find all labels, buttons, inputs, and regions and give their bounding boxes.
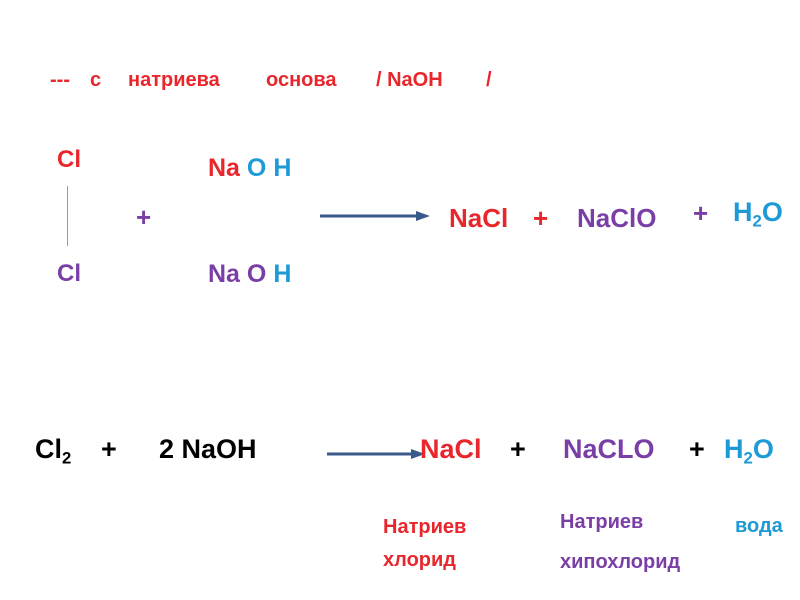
equation-water-sub: 2 — [743, 448, 753, 468]
structural-water-o: O — [761, 197, 783, 227]
structural-plus-3: + — [693, 198, 709, 228]
name-naclo-line-2: хипохлорид — [560, 551, 681, 573]
naoh-bottom: Na O H — [208, 262, 291, 287]
equation-cl-sub: 2 — [62, 448, 72, 468]
structural-product-nacl: NaCl — [449, 203, 509, 233]
name-naclo-line-1: Натриев — [560, 511, 644, 533]
equation-water-o: O — [752, 434, 774, 464]
reaction-arrow-1 — [320, 211, 430, 221]
heading-word-c: с — [90, 69, 102, 91]
equation-plus-2: + — [510, 434, 526, 464]
heading-word-osnova: основа — [266, 69, 337, 91]
name-water: вода — [735, 515, 783, 537]
naoh-top: Na O H — [208, 156, 291, 181]
cl-cl-bond — [67, 186, 68, 246]
equation-plus-1: + — [101, 434, 117, 464]
equation-product-nacl: NaCl — [420, 434, 482, 464]
equation-cl2: Cl2 — [35, 436, 71, 467]
equation-product-naclo: NaCLO — [563, 434, 655, 464]
structural-plus-2: + — [533, 203, 549, 233]
name-nacl-line-2: хлорид — [383, 549, 456, 571]
heading-naoh-formula: / NaOH — [376, 69, 443, 91]
cl-top: Cl — [57, 146, 81, 173]
naoh-top-h: H — [273, 154, 292, 182]
heading-slash-end: / — [486, 69, 492, 91]
structural-water-sub: 2 — [752, 211, 762, 231]
reaction-arrow-2 — [327, 449, 425, 459]
naoh-bottom-h: H — [273, 260, 292, 288]
equation-plus-3: + — [689, 434, 705, 464]
naoh-top-o: O — [246, 154, 267, 182]
naoh-top-na: Na — [208, 154, 240, 182]
structural-product-naclo: NaClO — [577, 203, 657, 233]
name-nacl-line-1: Натриев — [383, 516, 467, 538]
equation-water-h: H — [724, 434, 744, 464]
equation-water: H2O — [724, 436, 774, 467]
structural-plus-1: + — [136, 202, 152, 232]
name-nacl: Натриев хлорид — [383, 511, 466, 577]
heading-word-natrieva: натриева — [128, 69, 220, 91]
naoh-bottom-o: O — [246, 260, 267, 288]
structural-water: H2O — [733, 199, 783, 230]
naoh-bottom-na: Na — [208, 260, 240, 288]
name-naclo: Натриев хипохлорид — [560, 502, 680, 582]
heading-dashes: --- — [50, 69, 70, 91]
cl-bottom: Cl — [57, 260, 81, 287]
equation-cl: Cl — [35, 434, 62, 464]
structural-water-h: H — [733, 197, 753, 227]
equation-reagent: 2 NaOH — [159, 434, 257, 464]
